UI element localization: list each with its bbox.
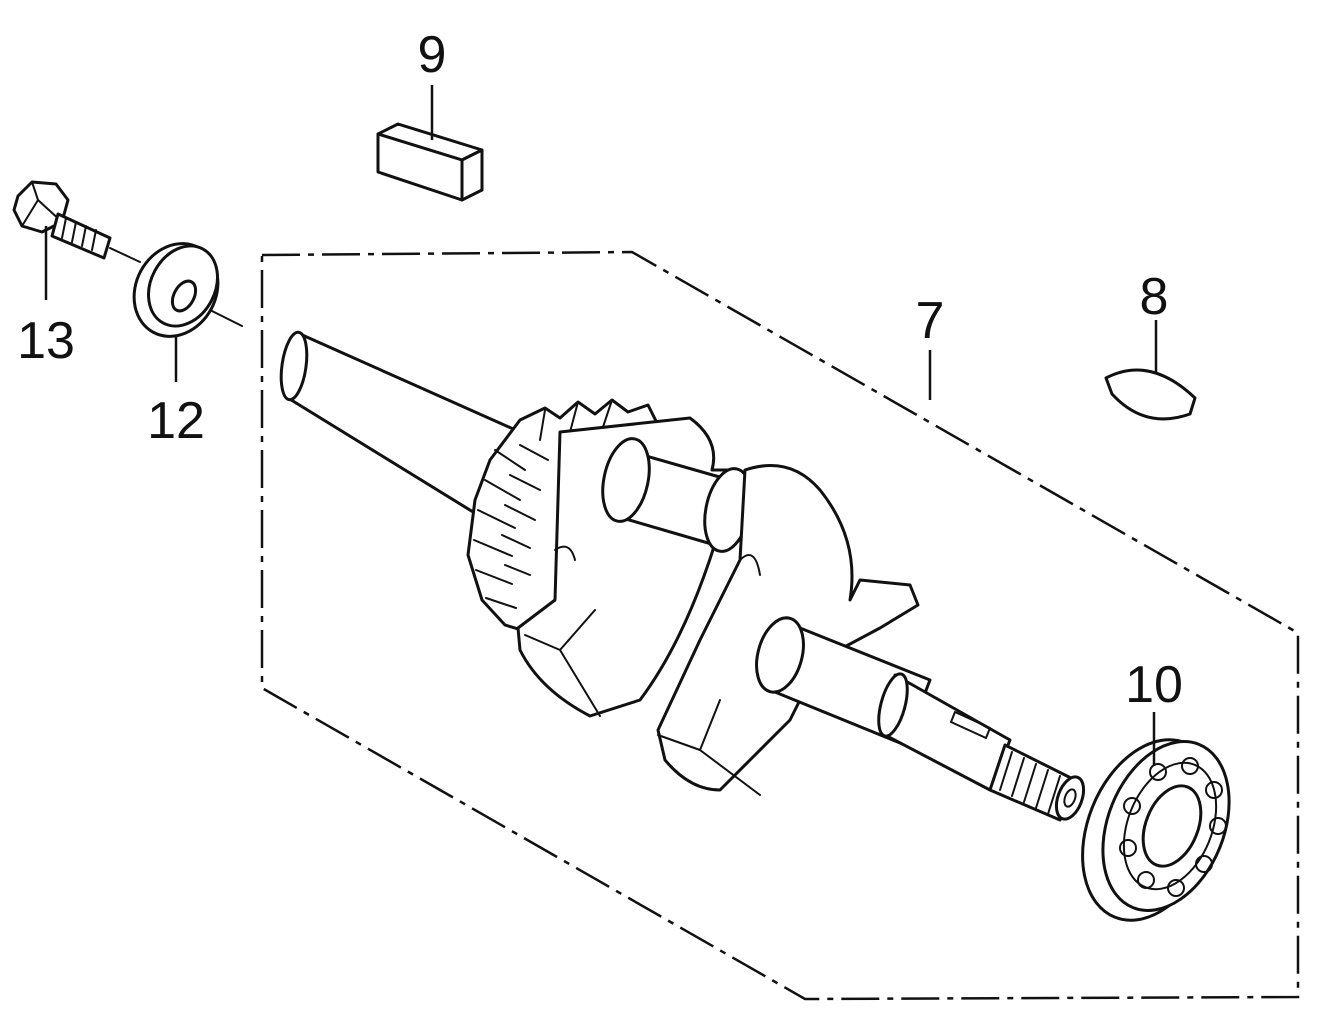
callout-7: 7 [916, 292, 945, 350]
callout-12: 12 [147, 392, 205, 450]
callout-9: 9 [418, 26, 447, 84]
part-12-washer [132, 242, 243, 338]
part-9-key [376, 122, 484, 202]
part-7-crankshaft [279, 330, 1086, 822]
callout-8: 8 [1140, 268, 1169, 326]
part-8-woodruff-key [1104, 368, 1197, 421]
part-10-bearing [1081, 738, 1231, 922]
callout-13: 13 [17, 312, 75, 370]
part-13-bolt [12, 180, 141, 263]
assembly-boundary [260, 250, 1300, 1001]
callout-10: 10 [1125, 656, 1183, 714]
